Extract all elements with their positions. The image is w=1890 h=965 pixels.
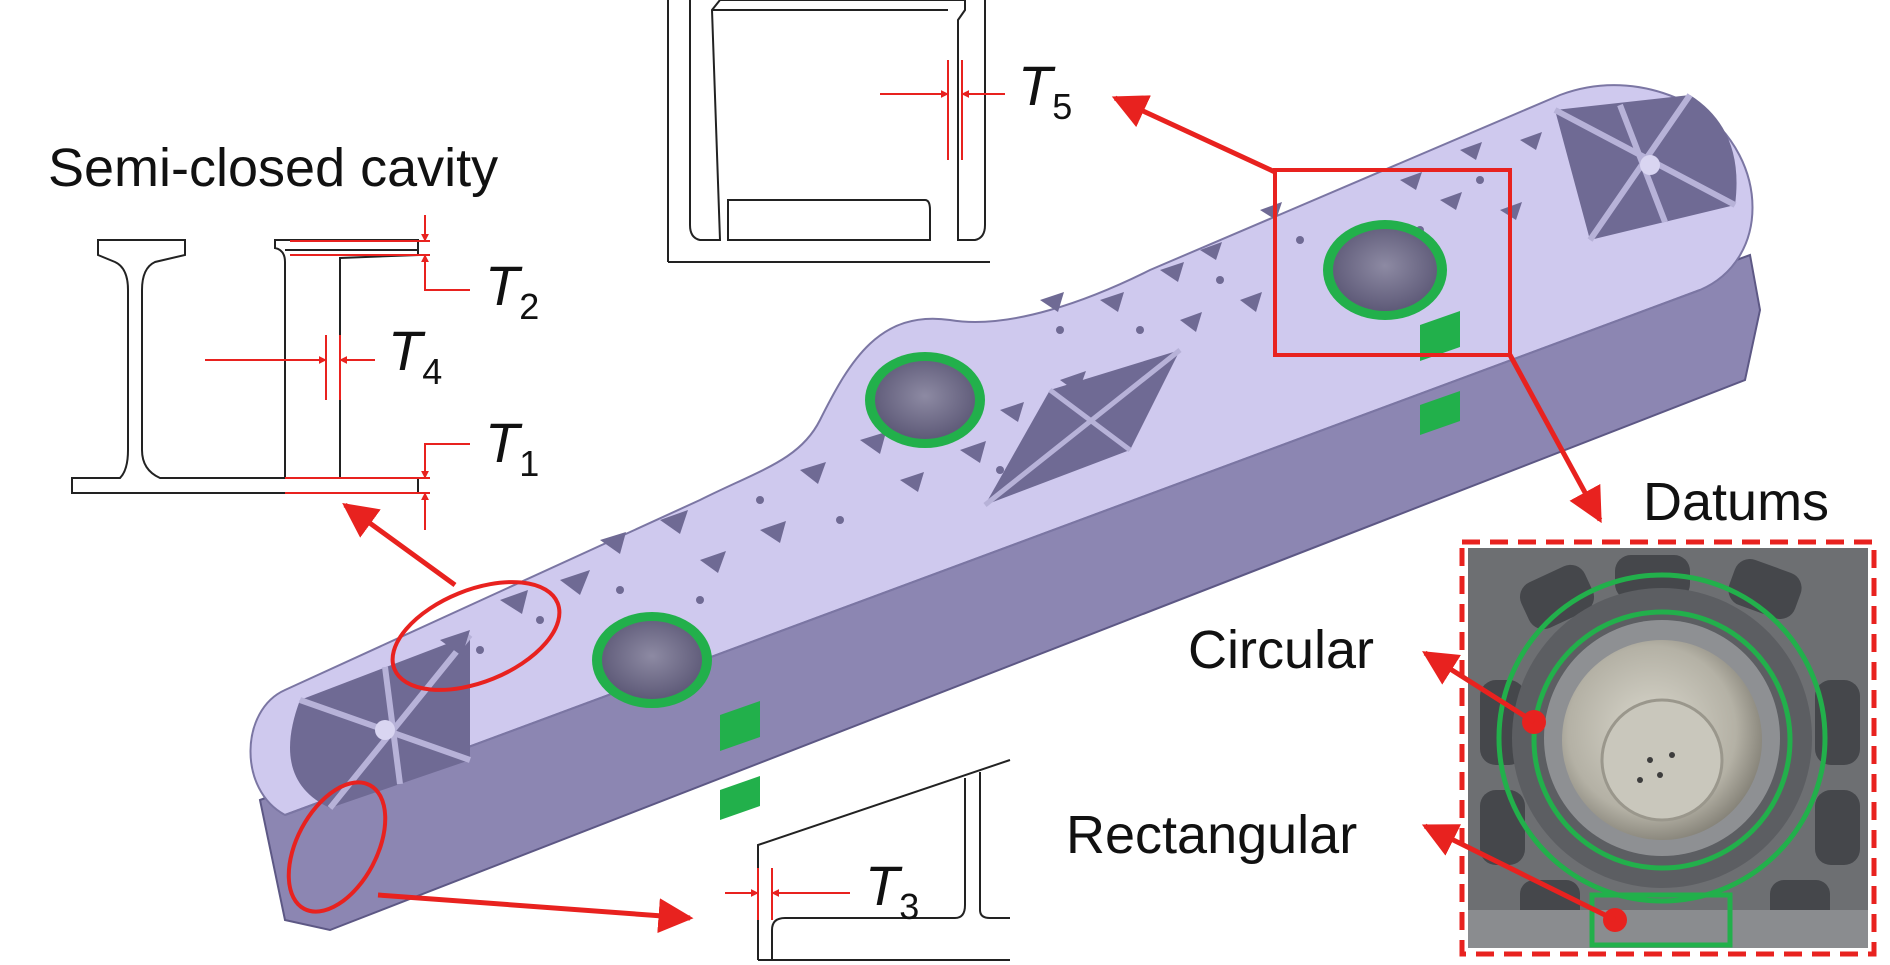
i-beam-section (71, 239, 419, 494)
label-t2: T2 (485, 254, 539, 327)
callout-box-right (1273, 168, 1512, 357)
right-end-cavity (1553, 93, 1737, 242)
arrows (342, 95, 1617, 934)
callout-ellipse-cavity (390, 580, 562, 692)
datum-photo-frame (1459, 539, 1877, 957)
boss-right (1323, 220, 1447, 320)
label-circular: Circular (1188, 620, 1374, 680)
dim-t4 (205, 335, 375, 400)
arrow-to-i-beam (342, 502, 457, 588)
part-side-face (258, 253, 1762, 932)
label-t5: T5 (1018, 54, 1072, 127)
arrow-to-t3 (377, 892, 694, 934)
lattice-part-3d (249, 84, 1762, 932)
callouts (286, 168, 1512, 914)
label-t4: T4 (388, 319, 442, 392)
part-front-edge (284, 289, 1701, 816)
label-rectangular: Rectangular (1066, 805, 1357, 865)
label-semi-closed-cavity: Semi-closed cavity (48, 138, 498, 198)
dim-t3 (725, 868, 850, 920)
circular-datum-inner (1531, 609, 1793, 871)
left-end-cavity (290, 633, 473, 810)
flange-section-bottom (757, 759, 1011, 961)
arrow-to-datums (1507, 353, 1603, 524)
dim-t1 (285, 443, 470, 530)
arrow-circular (1422, 650, 1536, 725)
boss-middle (865, 352, 985, 448)
label-t3: T3 (865, 854, 919, 927)
datum-photo (1468, 548, 1868, 948)
arrow-to-t5 (1111, 95, 1277, 175)
callout-ellipse-end (286, 780, 388, 914)
label-t1: T1 (485, 411, 539, 484)
dim-t2 (290, 215, 470, 291)
lattice-holes (440, 132, 1542, 656)
rectangular-datum-outline (1589, 892, 1733, 948)
circular-datum-outer (1496, 572, 1828, 904)
label-datums: Datums (1643, 472, 1829, 532)
middle-cavity (983, 348, 1182, 507)
boss-left (592, 612, 712, 708)
arrow-rectangular (1421, 823, 1617, 923)
panel-section-top (667, 0, 990, 263)
rectangular-datum-pads (720, 311, 1460, 820)
dim-t5 (880, 60, 1005, 160)
